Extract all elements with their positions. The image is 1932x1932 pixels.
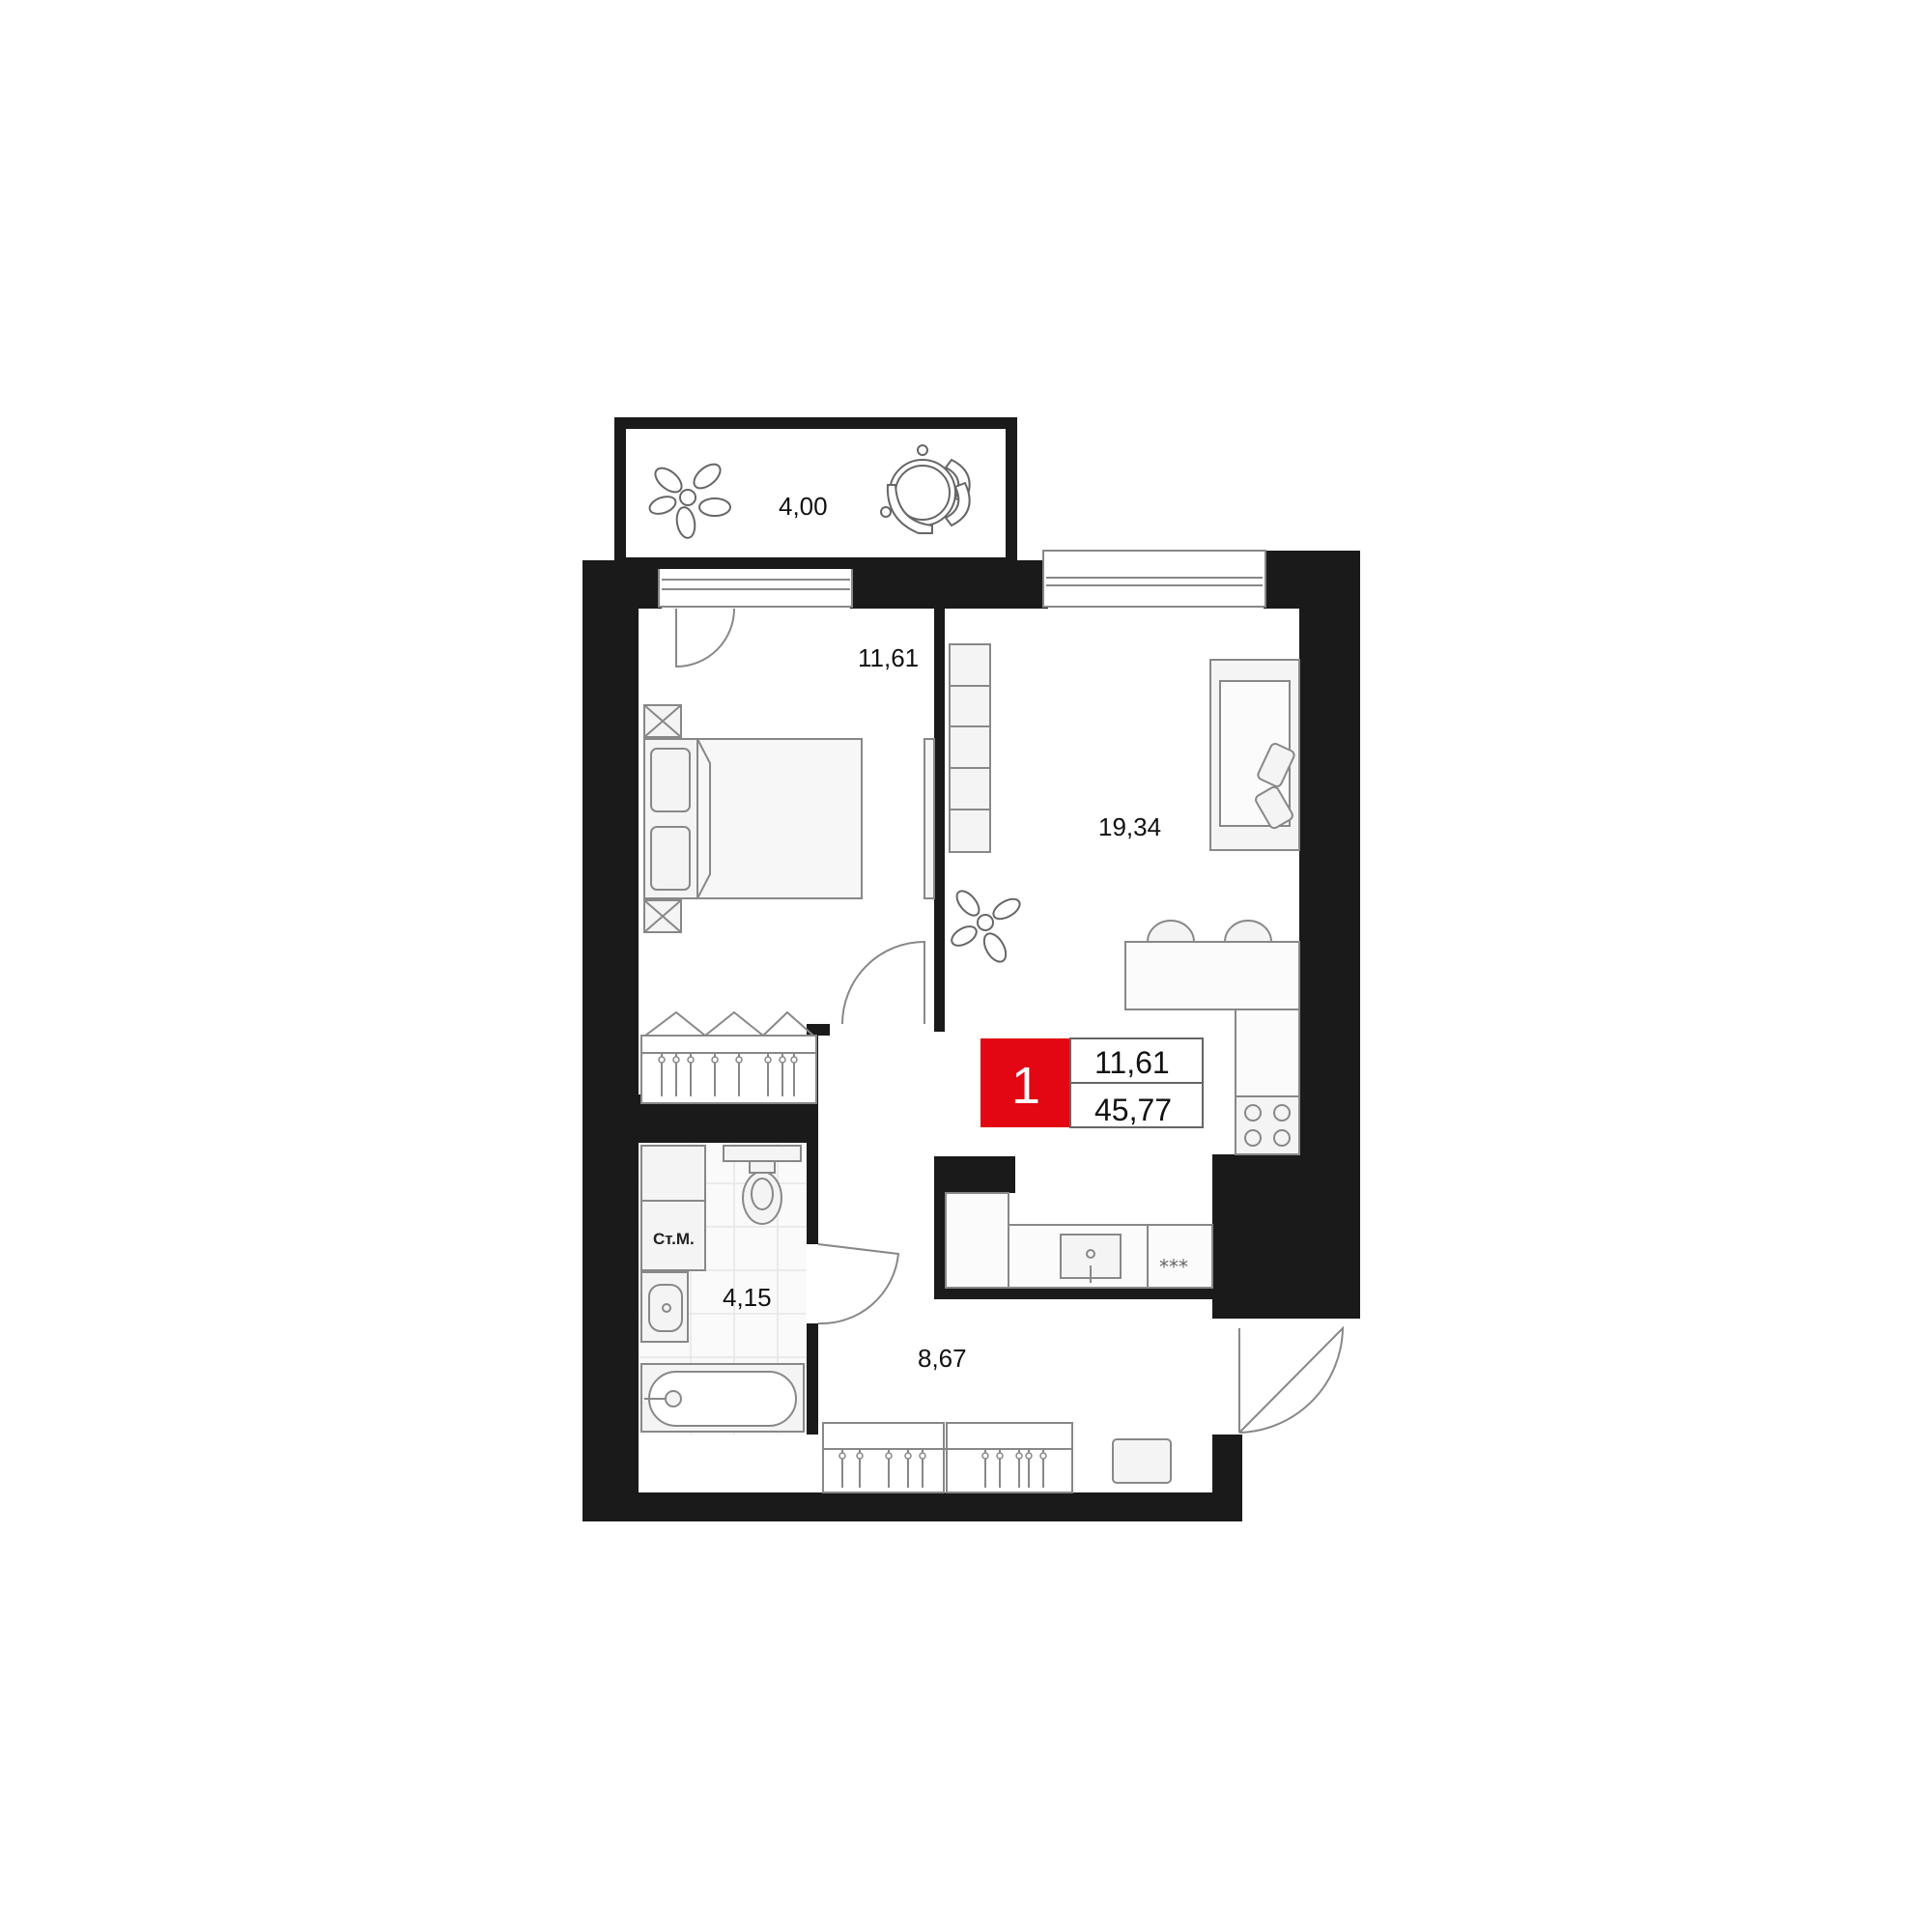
area-hall: 8,67 — [918, 1344, 967, 1373]
wall-bottom-right-stub — [1212, 1435, 1242, 1521]
tv-panel-icon — [923, 738, 935, 899]
hanger-hook-icon — [1025, 1452, 1033, 1460]
wall-partition-kitchen-left — [934, 1156, 946, 1299]
apartment-info-badge: 1 11,61 45,77 — [980, 1037, 1204, 1128]
hanger-hook-icon — [838, 1452, 846, 1460]
wall-right-lower — [1212, 1154, 1360, 1319]
bathroom: 4,15 Ст.М. — [639, 1143, 807, 1435]
area-bedroom: 11,61 — [858, 643, 919, 672]
door-swing-balcony — [675, 608, 735, 668]
living-area-value: 11,61 — [1094, 1045, 1170, 1080]
wardrobe-icon — [640, 1010, 817, 1104]
stove-icon: ⁎⁎⁎ — [1159, 1249, 1188, 1272]
rooms-count-badge — [980, 1038, 1070, 1127]
kitchen-lower-unit-icon: ⁎⁎⁎ — [945, 1192, 1213, 1289]
wall-left — [582, 560, 639, 1521]
hanger-hook-icon — [981, 1452, 989, 1460]
bed-icon — [643, 704, 863, 933]
area-living: 19,34 — [1098, 812, 1161, 841]
hanger-hook-icon — [1015, 1452, 1023, 1460]
wall-partition-bath-right — [807, 1094, 818, 1244]
hanger-hook-icon — [658, 1056, 666, 1064]
bedroom: 11,61 — [640, 608, 935, 1104]
plant-icon — [951, 890, 1021, 963]
window-bedroom — [658, 562, 853, 608]
kitchen-counter-icon — [1235, 1009, 1300, 1155]
hanger-hook-icon — [790, 1056, 798, 1064]
hanger-hook-icon — [919, 1452, 926, 1460]
rooms-count: 1 — [1011, 1057, 1040, 1115]
table-with-chairs-icon — [880, 444, 971, 534]
toilet-icon — [723, 1145, 802, 1225]
hanger-hook-icon — [711, 1056, 719, 1064]
sofa-icon — [1209, 659, 1300, 851]
pouf-icon — [1112, 1438, 1172, 1484]
wall-partition-kitchen-block — [934, 1156, 1015, 1193]
wall-partition-bedroom-closet — [818, 1024, 830, 1036]
living-room: 19,34 — [945, 643, 1300, 1289]
windows — [658, 550, 1266, 608]
hanger-hook-icon — [904, 1452, 912, 1460]
bar-counter-icon — [1124, 920, 1300, 1010]
hanger-hook-icon — [1039, 1452, 1047, 1460]
hanger-hook-icon — [885, 1452, 893, 1460]
wall-partition-kitchen-bottom — [934, 1288, 1224, 1299]
balcony: 4,00 — [614, 417, 1017, 569]
hanger-hook-icon — [687, 1056, 695, 1064]
washing-machine-icon: Ст.М. — [640, 1145, 706, 1271]
wall-partition-bath-right-lower — [807, 1323, 818, 1435]
wall-partition-bedroom-living — [934, 607, 945, 1032]
hanger-hook-icon — [779, 1056, 786, 1064]
hanger-hook-icon — [856, 1452, 864, 1460]
hanger-hook-icon — [996, 1452, 1004, 1460]
shelf-unit-icon — [949, 643, 991, 853]
door-swing-bathroom — [817, 1243, 900, 1325]
wall-bottom — [582, 1492, 1242, 1521]
hanger-hook-icon — [764, 1056, 772, 1064]
bathtub-icon — [640, 1363, 805, 1433]
plant-icon — [648, 463, 731, 539]
door-swing-bedroom — [841, 940, 925, 1025]
door-swing-entrance — [1238, 1325, 1345, 1434]
hanger-hook-icon — [735, 1056, 743, 1064]
washing-machine-label: Ст.М. — [653, 1230, 695, 1248]
hanger-hook-icon — [672, 1056, 680, 1064]
area-bathroom: 4,15 — [723, 1283, 772, 1312]
sink-icon — [640, 1271, 689, 1343]
area-balcony: 4,00 — [779, 492, 828, 521]
total-area-value: 45,77 — [1094, 1093, 1172, 1127]
